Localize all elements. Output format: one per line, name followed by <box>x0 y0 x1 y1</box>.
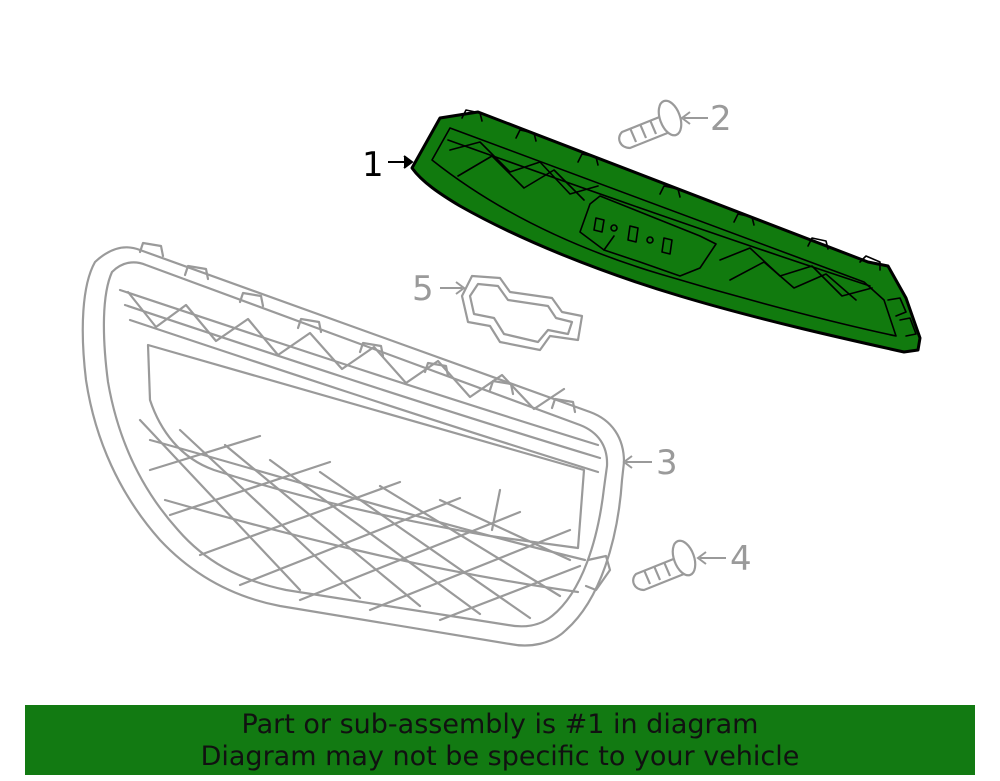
callout-1: 1 <box>362 145 384 185</box>
arrow-left-icon <box>622 455 652 469</box>
callout-4: 4 <box>730 539 752 579</box>
callout-3: 3 <box>656 443 678 483</box>
banner-line-1: Part or sub-assembly is #1 in diagram <box>241 709 759 740</box>
part-3-lower-grille <box>81 241 626 647</box>
callout-5: 5 <box>412 269 434 309</box>
part-4-screw <box>632 539 697 592</box>
arrow-left-icon <box>388 155 414 169</box>
callout-2: 2 <box>710 99 732 139</box>
arrow-left-icon <box>680 111 708 125</box>
disclaimer-banner: Part or sub-assembly is #1 in diagram Di… <box>25 705 975 775</box>
arrow-left-icon <box>696 551 726 565</box>
banner-line-2: Diagram may not be specific to your vehi… <box>200 741 800 772</box>
part-1-upper-grille <box>410 109 922 354</box>
part-5-emblem <box>460 274 584 352</box>
part-2-screw <box>618 99 683 150</box>
arrow-left-icon <box>440 281 466 295</box>
